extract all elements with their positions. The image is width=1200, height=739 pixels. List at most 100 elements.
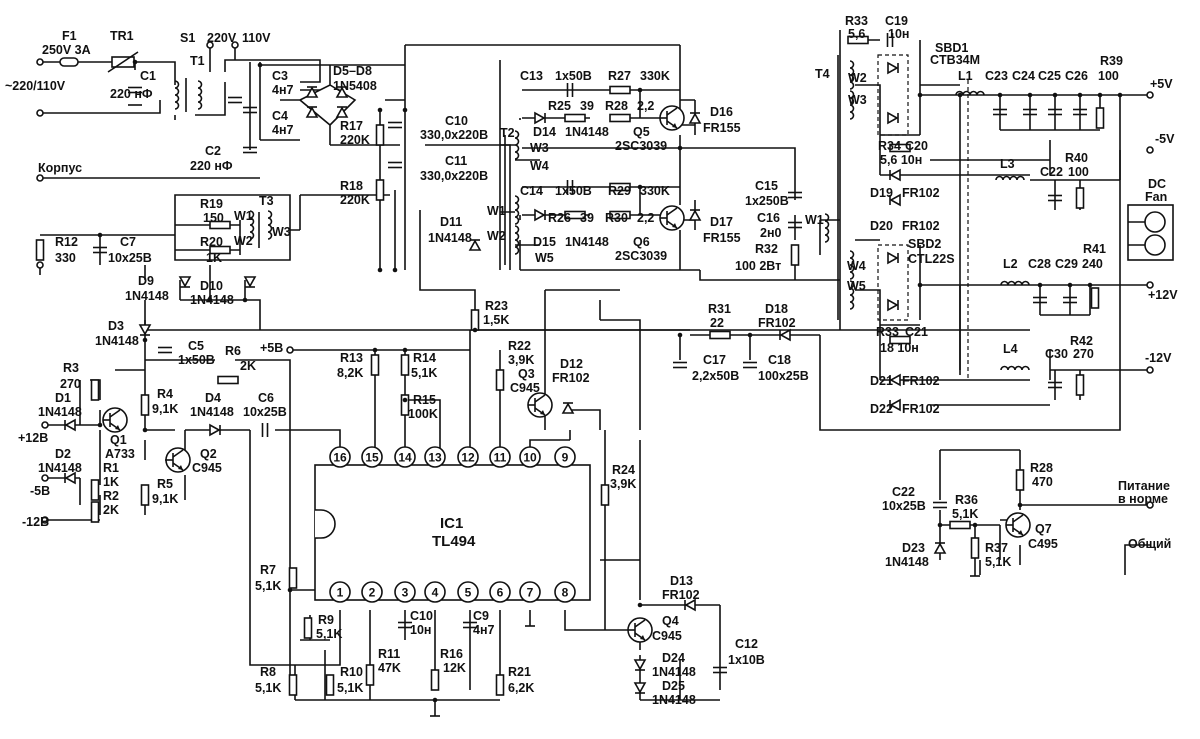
label-c13-val: 1x50B <box>555 69 592 83</box>
label-d9: D9 <box>138 274 154 288</box>
resistor-r39 <box>1095 107 1105 129</box>
resistor-r7 <box>288 567 298 589</box>
label-r31-val: 22 <box>710 316 724 330</box>
ic1-pin-12: 12 <box>457 446 479 468</box>
label-r3-val: 270 <box>60 377 81 391</box>
label-t2-w4: W4 <box>530 159 549 173</box>
label-r42: R42 <box>1070 334 1093 348</box>
label-c26: C26 <box>1065 69 1088 83</box>
capacitor-c2 <box>227 96 243 104</box>
resistor-r6 <box>217 375 239 385</box>
diode-d14 <box>534 112 546 124</box>
label-c1: C1 <box>140 69 156 83</box>
label-c24: C24 <box>1012 69 1035 83</box>
label-out-plus5: +5V <box>1150 77 1173 91</box>
label-c2-val: 220 нФ <box>190 159 233 173</box>
label-t1: T1 <box>190 54 205 68</box>
sbd2-diode-b <box>887 299 899 311</box>
label-t4-w5: W5 <box>847 279 866 293</box>
label-r17: R17 <box>340 119 363 133</box>
label-r41: R41 <box>1083 242 1106 256</box>
resistor-r8 <box>288 674 298 696</box>
label-d15: D15 <box>533 235 556 249</box>
t4-winding-w1 <box>824 213 830 243</box>
resistor-r13 <box>370 354 380 376</box>
diode-d16 <box>689 112 701 124</box>
label-d4: D4 <box>205 391 221 405</box>
label-d22-val: FR102 <box>902 402 940 416</box>
label-d17: D17 <box>710 215 733 229</box>
label-ic1: IC1 <box>440 515 463 532</box>
label-r5: R5 <box>157 477 173 491</box>
label-r22-val: 3,9K <box>508 353 534 367</box>
capacitor-c17 <box>672 361 688 369</box>
label-r25-val: 39 <box>580 99 594 113</box>
label-sbd1-val: CTB34M <box>930 53 980 67</box>
label-c16: C16 <box>757 211 780 225</box>
ic1-pin-7-label: 7 <box>527 586 534 600</box>
components <box>35 32 1174 717</box>
label-c7: C7 <box>120 235 136 249</box>
label-d1-val: 1N4148 <box>38 405 82 419</box>
label-c30: C30 <box>1045 347 1068 361</box>
ic1-pin-8: 8 <box>554 581 576 603</box>
labels: F1 250V 3A TR1 ~220/110V C1 220 нФ S1 22… <box>5 14 1178 707</box>
capacitor-c6 <box>261 422 269 438</box>
label-r36: R36 <box>955 493 978 507</box>
label-l3: L3 <box>1000 157 1015 171</box>
label-d22: D22 <box>870 402 893 416</box>
label-d2-val: 1N4148 <box>38 461 82 475</box>
fan-icon <box>1144 211 1166 233</box>
label-l1: L1 <box>958 69 973 83</box>
resistor-r3 <box>90 379 100 401</box>
label-t2: T2 <box>500 126 515 140</box>
label-d24-val: 1N4148 <box>652 665 696 679</box>
label-c10-ic-val: 10н <box>410 623 431 637</box>
label-c17-val: 2,2x50B <box>692 369 739 383</box>
label-d20: D20 <box>870 219 893 233</box>
label-c10-val: 330,0x220B <box>420 128 488 142</box>
label-r7: R7 <box>260 563 276 577</box>
label-c29: C29 <box>1055 257 1078 271</box>
label-q2: Q2 <box>200 447 217 461</box>
diode-d4 <box>209 424 221 436</box>
label-r3: R3 <box>63 361 79 375</box>
label-mains: ~220/110V <box>5 79 66 93</box>
label-d25-val: 1N4148 <box>652 693 696 707</box>
label-c25: C25 <box>1038 69 1061 83</box>
resistor-r4 <box>140 394 150 416</box>
fuse-f1 <box>59 57 79 67</box>
ic1-pin-16-label: 16 <box>333 451 347 465</box>
resistor-r31 <box>709 330 731 340</box>
resistor-r32 <box>790 244 800 266</box>
resistor-r5 <box>140 484 150 506</box>
label-c12-val: 1x10B <box>728 653 765 667</box>
label-s1-220: 220V <box>207 31 237 45</box>
resistor-r21 <box>495 674 505 696</box>
label-r9: R9 <box>318 613 334 627</box>
r12-terminal <box>36 261 44 269</box>
label-r21-val: 6,2K <box>508 681 534 695</box>
label-r29: R29 <box>608 184 631 198</box>
label-r4-val: 9,1K <box>152 402 178 416</box>
label-r13: R13 <box>340 351 363 365</box>
resistor-r14 <box>400 354 410 376</box>
diode-d25 <box>634 682 646 694</box>
label-out-minus5: -5V <box>1155 132 1175 146</box>
resistor-r12 <box>35 239 45 261</box>
label-d13-val: FR102 <box>662 588 700 602</box>
ic1-pin-13-label: 13 <box>428 451 442 465</box>
label-r40: R40 <box>1065 151 1088 165</box>
label-d16-val: FR155 <box>703 121 741 135</box>
label-t4-w3: W3 <box>848 93 867 107</box>
label-c7-val: 10x25B <box>108 251 152 265</box>
label-t2-w2: W2 <box>487 229 506 243</box>
resistor-r28 <box>1015 469 1025 491</box>
label-s1: S1 <box>180 31 195 45</box>
label-c28: C28 <box>1028 257 1051 271</box>
resistor-r40 <box>1075 187 1085 209</box>
ic1-pin-12-label: 12 <box>461 451 475 465</box>
label-sbd1: SBD1 <box>935 41 968 55</box>
sbd2-package <box>877 244 909 321</box>
diode-d19 <box>889 169 901 181</box>
